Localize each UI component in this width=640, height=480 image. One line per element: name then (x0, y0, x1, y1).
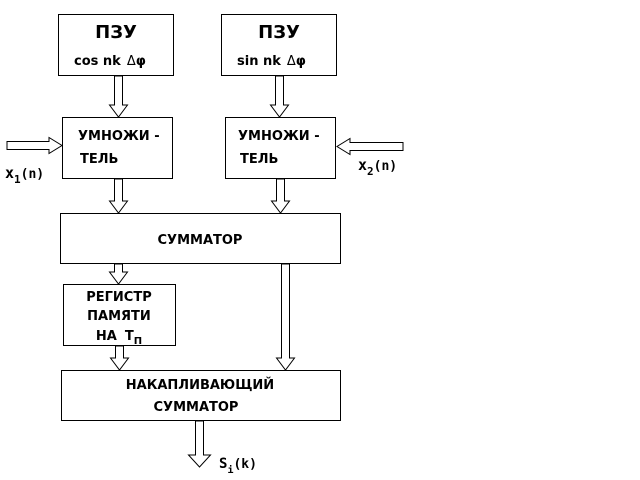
arrow-multiplier-2-to-adder (270, 178, 291, 214)
rom-sin-title: ПЗУ (258, 22, 300, 43)
input-1-label: x1(n) (5, 164, 44, 186)
accumulator-line1: НАКАПЛИВАЮЩИЙ (126, 377, 274, 393)
accumulator-block: НАКАПЛИВАЮЩИЙ СУММАТОР (61, 370, 341, 421)
multiplier-2-line2: ТЕЛЬ (240, 152, 278, 167)
register-line2: ПАМЯТИ (87, 309, 151, 324)
rom-cos-title: ПЗУ (95, 22, 137, 43)
adder-label: СУММАТОР (158, 233, 243, 248)
arrow-rom-cos-to-multiplier-1 (108, 75, 129, 118)
arrow-input-1 (6, 136, 63, 155)
arrow-adder-to-register (108, 263, 129, 285)
accumulator-line2: СУММАТОР (154, 400, 239, 415)
multiplier-2-block: УМНОЖИ - ТЕЛЬ (225, 117, 336, 179)
multiplier-1-line1: УМНОЖИ - (78, 129, 160, 144)
input-2-label: x2(n) (358, 156, 397, 178)
register-line1: РЕГИСТР (86, 290, 152, 305)
arrow-input-2 (336, 137, 404, 156)
arrow-adder-to-accumulator (275, 263, 296, 371)
multiplier-1-line2: ТЕЛЬ (80, 152, 118, 167)
arrow-register-to-accumulator (109, 345, 130, 371)
multiplier-1-block: УМНОЖИ - ТЕЛЬ (62, 117, 173, 179)
arrow-output (187, 420, 212, 468)
arrow-rom-sin-to-multiplier-2 (269, 75, 290, 118)
multiplier-2-line1: УМНОЖИ - (238, 129, 320, 144)
adder-block: СУММАТОР (60, 213, 341, 264)
arrow-multiplier-1-to-adder (108, 178, 129, 214)
output-label: Si(k) (219, 456, 257, 476)
